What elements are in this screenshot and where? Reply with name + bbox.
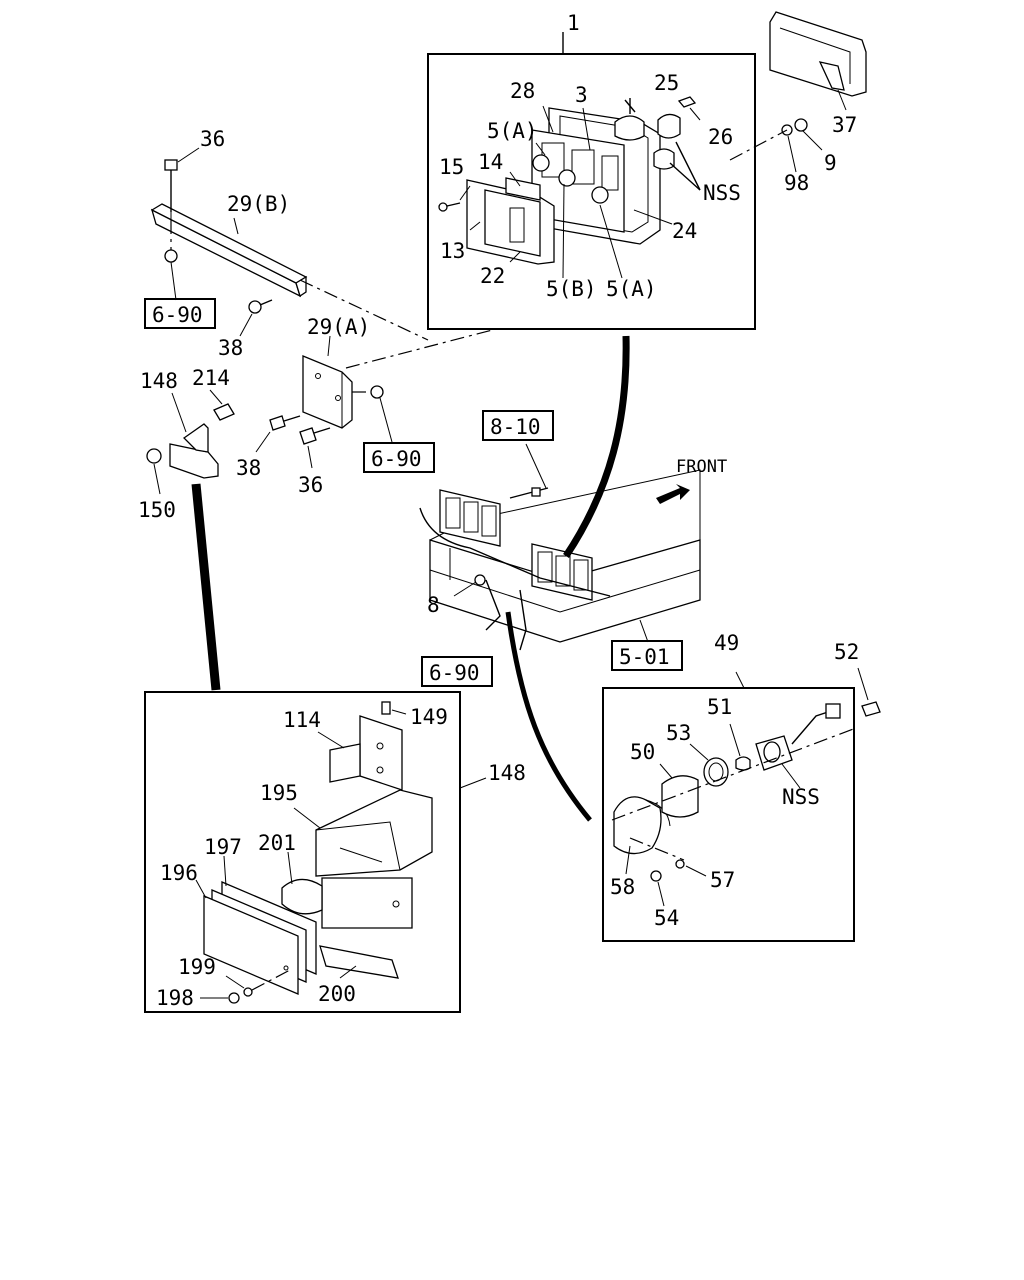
label-3: 3 [575, 83, 588, 107]
detail-box-lamp-assembly-1 [427, 32, 756, 330]
label-114: 114 [283, 708, 321, 732]
detail-box-lamp-49 [602, 667, 881, 942]
label-53: 53 [666, 721, 691, 745]
ref-8-10: 8-10 [490, 415, 541, 439]
lamp-148-small [146, 389, 235, 495]
label-29b: 29(B) [227, 192, 290, 216]
detail-box-lamp-148 [144, 691, 487, 1013]
label-51: 51 [707, 695, 732, 719]
label-199: 199 [178, 955, 216, 979]
ref-6-90-mid: 6-90 [371, 447, 422, 471]
label-36-top: 36 [200, 127, 225, 151]
bracket-29b [150, 147, 501, 369]
label-5a-bot: 5(A) [606, 277, 657, 301]
label-58: 58 [610, 875, 635, 899]
label-24: 24 [672, 219, 697, 243]
label-nss-top: NSS [703, 181, 741, 205]
label-149: 149 [410, 705, 448, 729]
label-200: 200 [318, 982, 356, 1006]
bracket-29a [255, 335, 393, 469]
label-1: 1 [567, 11, 580, 35]
label-57: 57 [710, 868, 735, 892]
ref-6-90-bottom: 6-90 [429, 661, 480, 685]
label-214: 214 [192, 366, 230, 390]
callout-leaders [191, 335, 630, 822]
label-198: 198 [156, 986, 194, 1010]
label-8: 8 [427, 593, 440, 617]
ref-6-90-left: 6-90 [152, 303, 203, 327]
label-14: 14 [478, 150, 503, 174]
label-148-top: 148 [140, 369, 178, 393]
label-5a-top: 5(A) [487, 119, 538, 143]
label-37: 37 [832, 113, 857, 137]
label-197: 197 [204, 835, 242, 859]
reference-boxes [144, 298, 683, 687]
label-29a: 29(A) [307, 315, 370, 339]
label-13: 13 [440, 239, 465, 263]
label-196: 196 [160, 861, 198, 885]
label-38-top: 38 [218, 336, 243, 360]
chassis-assembly [419, 443, 701, 651]
label-22: 22 [480, 264, 505, 288]
label-front: FRONT [676, 457, 727, 477]
lamp-part-37 [729, 11, 867, 173]
label-150: 150 [138, 498, 176, 522]
label-195: 195 [260, 781, 298, 805]
label-36-mid: 36 [298, 473, 323, 497]
label-9: 9 [824, 151, 837, 175]
label-38-mid: 38 [236, 456, 261, 480]
ref-5-01: 5-01 [619, 645, 670, 669]
label-25: 25 [654, 71, 679, 95]
label-201: 201 [258, 831, 296, 855]
label-26: 26 [708, 125, 733, 149]
label-52: 52 [834, 640, 859, 664]
label-54: 54 [654, 906, 679, 930]
label-nss-bot: NSS [782, 785, 820, 809]
label-148-bot: 148 [488, 761, 526, 785]
label-98: 98 [784, 171, 809, 195]
label-50: 50 [630, 740, 655, 764]
label-28: 28 [510, 79, 535, 103]
label-15: 15 [439, 155, 464, 179]
label-49: 49 [714, 631, 739, 655]
label-5b: 5(B) [546, 277, 597, 301]
